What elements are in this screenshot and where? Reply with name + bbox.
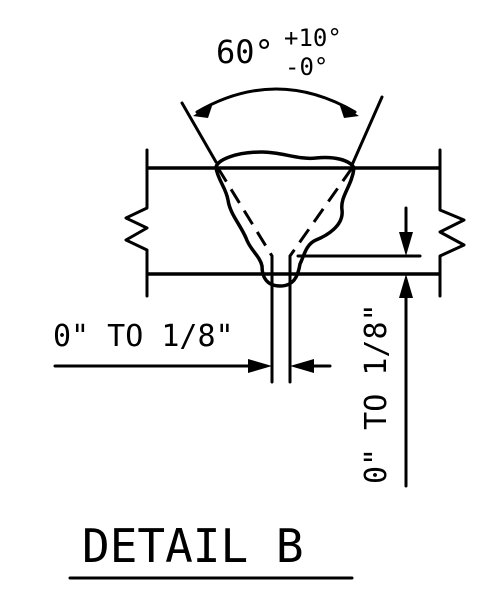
angle-arrowhead-left bbox=[193, 103, 213, 118]
groove-bevel-right bbox=[288, 167, 354, 257]
angle-minus-tolerance: -0° bbox=[285, 53, 328, 81]
root-face-arrowhead-bottom bbox=[399, 274, 413, 298]
detail-title: DETAIL B bbox=[82, 519, 304, 573]
root-opening-dimension: 0" TO 1/8" bbox=[53, 270, 332, 384]
groove-preparation bbox=[216, 167, 354, 274]
gap-arrowhead-left bbox=[248, 359, 272, 373]
plate-left-break-line bbox=[124, 148, 149, 298]
root-face-arrowhead-top bbox=[399, 232, 413, 256]
plates bbox=[124, 148, 466, 298]
bevel-angle-dimension: 60° +10° -0° bbox=[180, 24, 384, 167]
root-face-dimension-label: 0" TO 1/8" bbox=[359, 303, 394, 484]
angle-base-label: 60° bbox=[216, 33, 274, 71]
groove-bevel-left bbox=[216, 167, 274, 257]
angle-extension-right bbox=[350, 95, 384, 167]
angle-plus-tolerance: +10° bbox=[284, 24, 342, 52]
weld-bead bbox=[214, 150, 356, 288]
plate-right-break-line bbox=[438, 148, 466, 298]
angle-extension-left bbox=[180, 101, 218, 164]
detail-title-block: DETAIL B bbox=[68, 519, 354, 580]
angle-arc bbox=[195, 87, 357, 114]
gap-arrowhead-right bbox=[290, 359, 314, 373]
root-face-dimension: 0" TO 1/8" bbox=[296, 206, 422, 488]
gap-dimension-label: 0" TO 1/8" bbox=[53, 319, 234, 354]
angle-arrowhead-right bbox=[339, 103, 359, 118]
